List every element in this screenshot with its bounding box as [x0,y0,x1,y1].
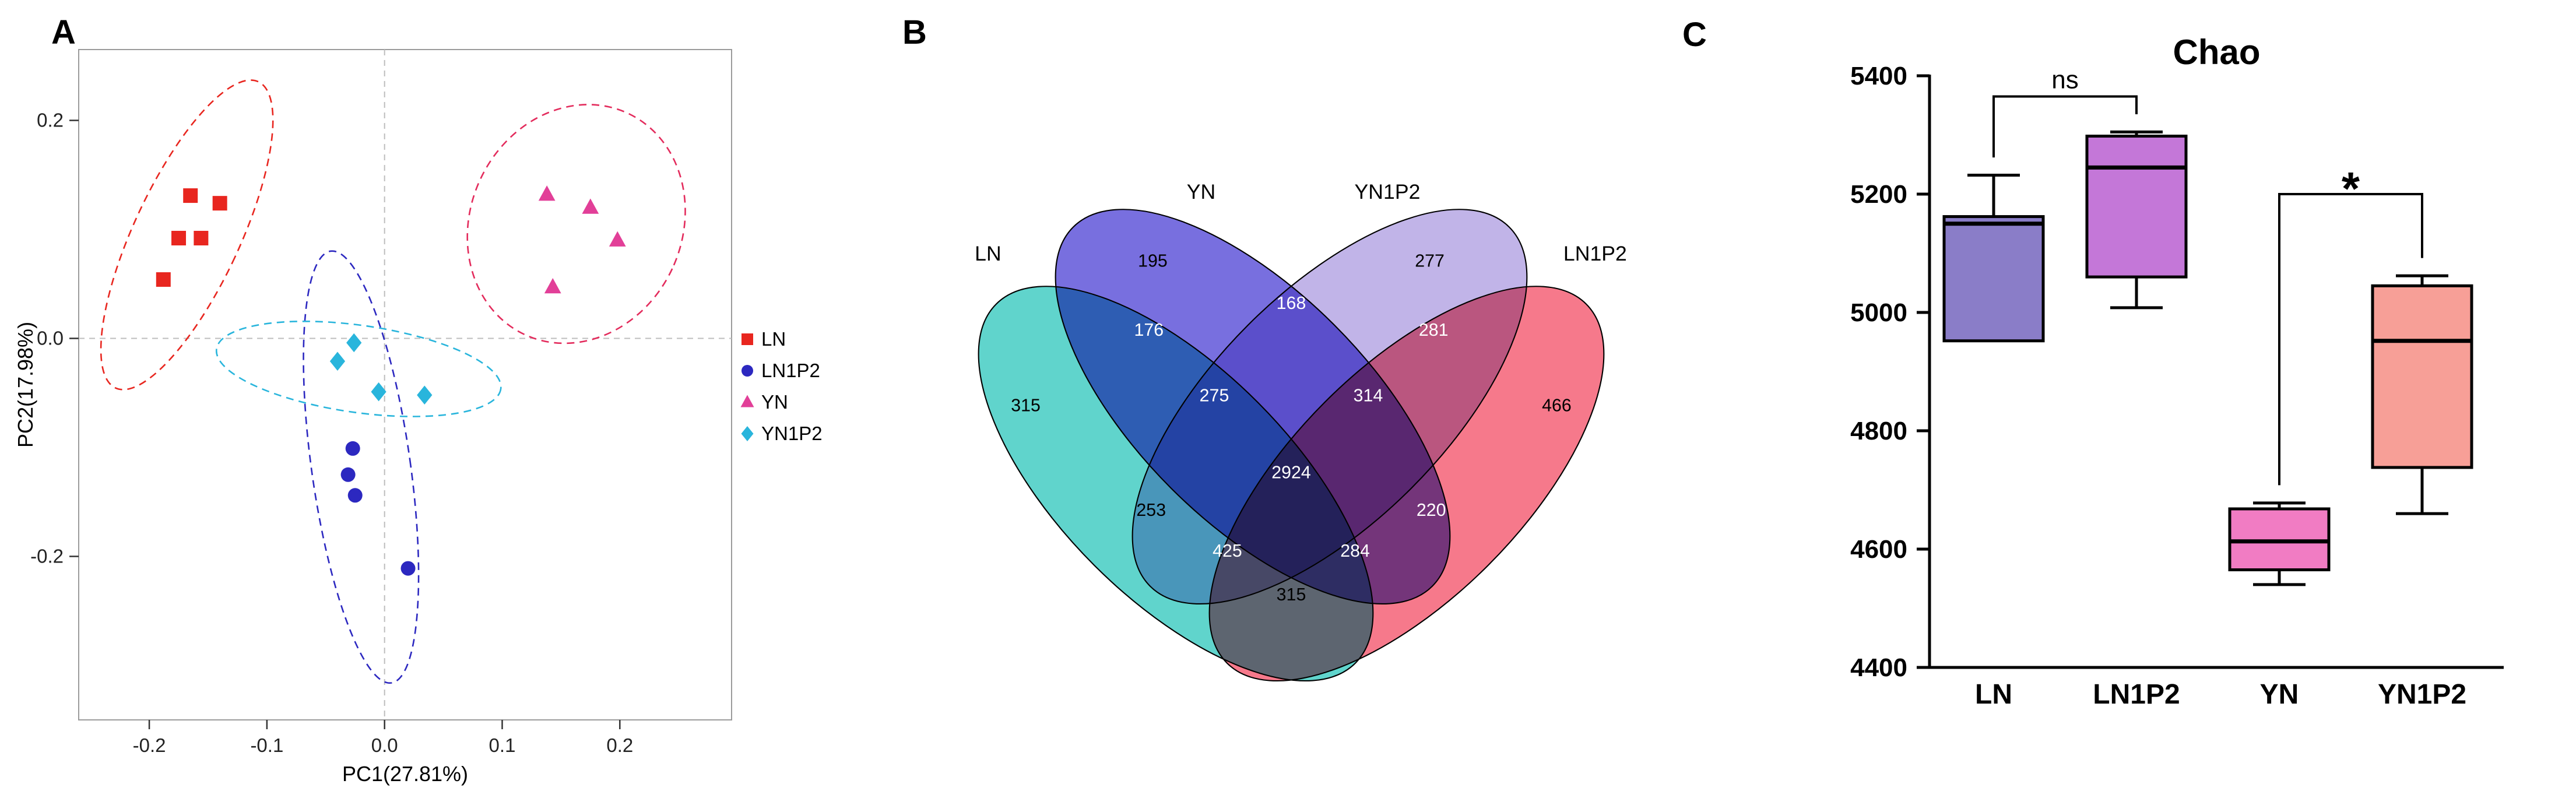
data-point-YN [538,185,556,201]
data-point-YN1P2 [371,382,386,402]
y-tick-label: 4800 [1850,417,1907,445]
box-LN [1942,215,2045,343]
box-LN1P2 [2085,135,2188,279]
x-category-label-LN1P2: LN1P2 [2093,679,2180,710]
box-YN [2228,507,2331,572]
data-point-LN [171,230,187,245]
x-category-label-YN: YN [2260,679,2299,710]
legend-label-LN1P2: LN1P2 [761,360,820,381]
panel-label-b: B [902,13,927,51]
venn-set-label-YN: YN [1187,180,1216,203]
venn-count-LN∩LN1P2: 315 [1277,585,1306,604]
data-point-LN [194,230,209,245]
data-point-YN1P2 [346,333,362,353]
y-tick-label: 0.0 [37,328,64,349]
significance-label-LN-LN1P2: ns [2051,66,2078,94]
venn-ellipse-LN1P2 [1208,286,1605,681]
x-tick-label: 0.2 [606,734,633,756]
confidence-ellipse-LN [100,79,274,391]
venn-count-YN1P2: 277 [1415,251,1445,270]
y-tick-label: -0.2 [30,546,64,567]
venn-count-LN: 315 [1011,396,1041,416]
y-tick-label: 5000 [1850,298,1907,327]
data-point-LN1P2 [345,441,360,456]
venn-count-LN∩YN∩LN1P2: 284 [1340,542,1370,561]
venn-count-YN: 195 [1138,251,1168,270]
legend-marker-YN1P2 [741,426,754,441]
venn-count-LN∩YN: 176 [1134,321,1164,340]
data-point-LN [183,188,198,203]
confidence-ellipse-LN1P2 [303,250,420,684]
y-tick-label: 4600 [1850,535,1907,564]
data-point-YN [582,198,599,214]
venn-count-LN∩YN∩YN1P2: 275 [1200,386,1229,405]
x-tick-label: 0.1 [489,734,516,756]
legend-marker-LN [741,333,753,345]
data-point-LN [156,272,171,287]
plot-area-border [78,49,732,720]
y-axis-title: PC2(17.98%) [13,322,37,448]
panel-label-c: C [1682,16,1707,54]
legend-marker-YN [740,395,754,407]
comparison-bracket-LN-LN1P2 [1992,95,2138,158]
data-point-LN1P2 [347,488,363,503]
confidence-ellipse-YN1P2 [215,320,502,417]
venn-count-LN1P2: 466 [1542,396,1572,416]
venn-count-YN1P2∩LN1P2: 281 [1419,321,1449,340]
data-point-LN1P2 [340,467,356,482]
legend-label-LN: LN [761,328,786,350]
venn-count-YN∩YN1P2: 168 [1277,294,1306,313]
legend-marker-LN1P2 [741,365,753,377]
venn-count-LN∩YN1P2: 253 [1136,501,1166,520]
legend-label-YN: YN [761,391,788,413]
venn-count-LN∩YN1P2∩LN1P2: 425 [1213,542,1242,561]
x-tick-label: 0.0 [371,734,398,756]
venn-count-YN∩YN1P2∩LN1P2: 314 [1354,386,1383,405]
venn-count-LN∩YN∩YN1P2∩LN1P2: 2924 [1271,463,1311,482]
data-point-LN [212,196,227,211]
venn-set-label-LN: LN [975,242,1001,265]
venn-set-label-YN1P2: YN1P2 [1355,180,1421,203]
confidence-ellipse-YN [466,104,686,345]
chart-title: Chao [2173,33,2261,72]
venn-set-label-LN1P2: LN1P2 [1563,242,1627,265]
significance-label-YN-YN1P2: * [2342,163,2360,215]
comparison-bracket-YN-YN1P2 [2278,193,2423,486]
x-category-label-YN1P2: YN1P2 [2378,679,2466,710]
x-tick-label: -0.2 [133,734,166,756]
x-category-label-LN: LN [1975,679,2012,710]
venn-count-YN∩LN1P2: 220 [1417,501,1446,520]
y-tick-label: 4400 [1850,653,1907,682]
y-tick-label: 5200 [1850,180,1907,209]
data-point-YN1P2 [329,351,346,371]
y-tick-label: 0.2 [37,110,64,131]
data-point-YN [609,231,626,247]
data-point-YN1P2 [417,385,433,405]
x-axis-title: PC1(27.81%) [342,762,468,786]
panel-label-a: A [51,13,76,51]
box-YN1P2 [2371,284,2473,469]
legend-label-YN1P2: YN1P2 [761,423,823,444]
data-point-YN [544,278,561,294]
y-tick-label: 5400 [1850,62,1907,90]
data-point-LN1P2 [400,561,416,576]
x-tick-label: -0.1 [250,734,283,756]
